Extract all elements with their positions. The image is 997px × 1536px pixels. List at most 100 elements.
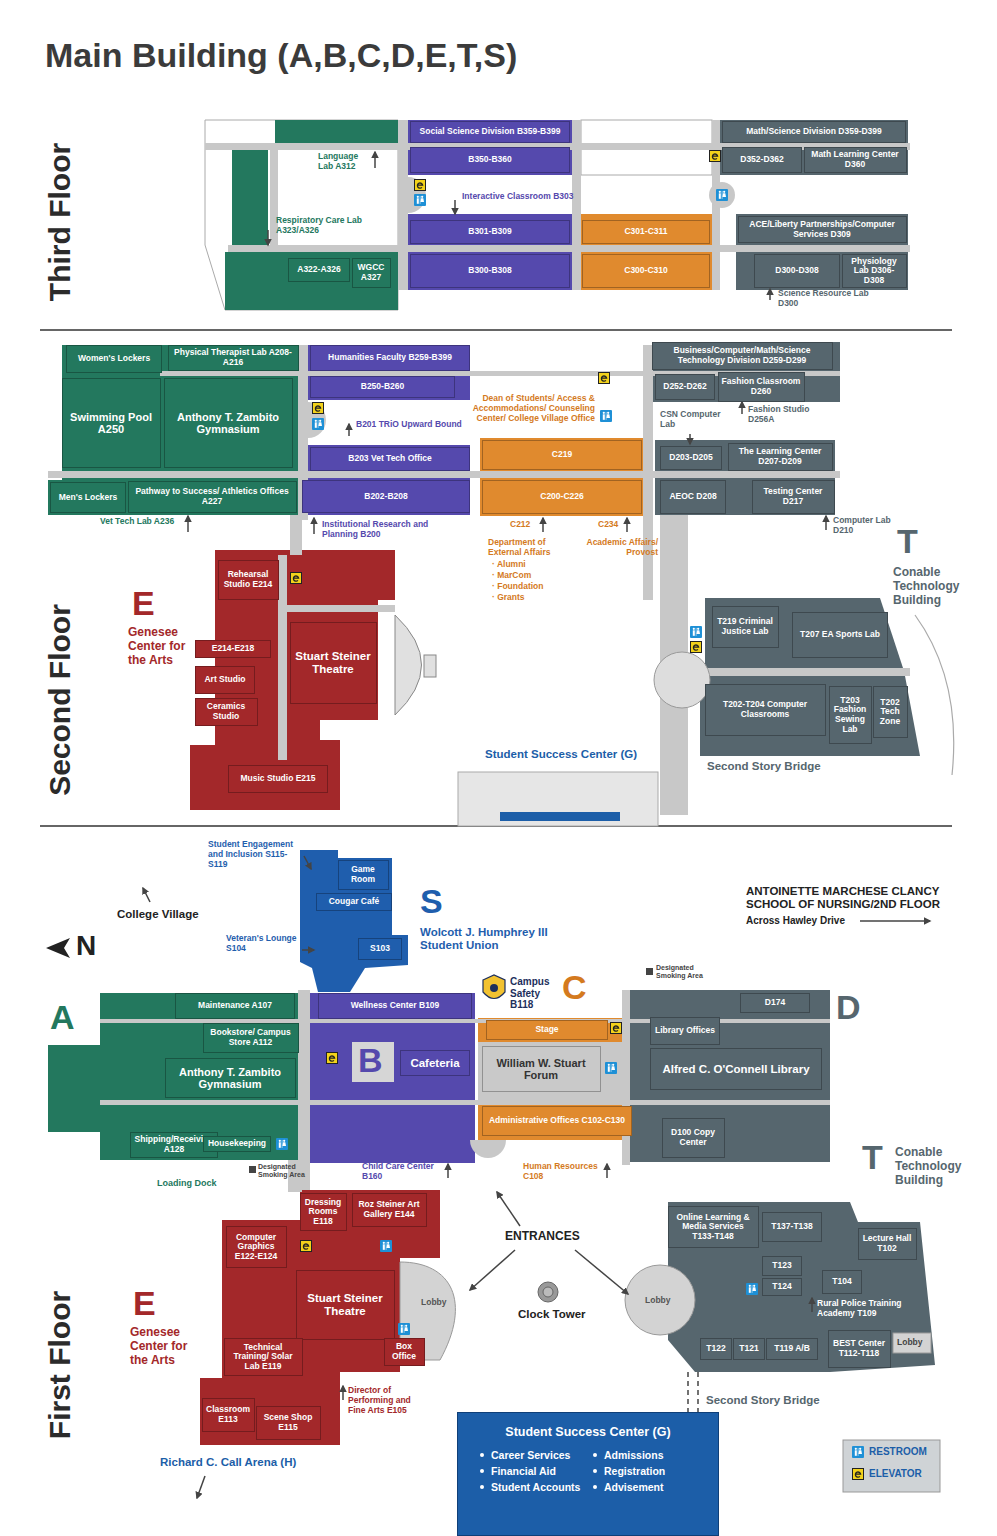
room-text: Art Studio: [204, 675, 245, 685]
leader-arrow: [348, 424, 350, 436]
room-name: Physical Therapist Lab A208-A216: [174, 347, 292, 367]
room-name: Math/Science Division D359-D399: [746, 126, 882, 136]
map-label: College Village: [117, 908, 199, 921]
theatre-stage: [395, 615, 422, 715]
room-text: Math Learning Center D360: [808, 150, 903, 169]
leader-arrow: [811, 1298, 813, 1312]
panel-heading: Student Success Center (G): [480, 1425, 696, 1439]
corridor: [278, 555, 287, 760]
room-block: Physiology Lab D306-D308: [842, 254, 907, 288]
room-name: The Learning Center D207-D209: [739, 446, 822, 466]
room-block: Computer Graphics E122-E124: [226, 1226, 287, 1268]
theatre-stage: [424, 655, 436, 677]
room-block: Anthony T. Zambito Gymnasium: [164, 378, 293, 468]
map-label: Department of External Affairs: [488, 538, 568, 558]
room-name: B250-B260: [361, 381, 404, 391]
leader-arrow: [143, 888, 150, 902]
lobby-area: [893, 1333, 931, 1353]
room-text: T123: [772, 1261, 791, 1271]
room-block: T207 EA Sports Lab: [792, 612, 888, 658]
map-label: CSN Computer Lab: [660, 410, 732, 430]
room-block: D352-D362: [722, 147, 802, 173]
room-text: T202-T204 Computer Classrooms: [709, 700, 822, 719]
map-label: C212: [510, 520, 530, 530]
lobby-area: [625, 1265, 695, 1335]
legend-box: [853, 1469, 864, 1480]
second-story-bridge: [687, 1372, 689, 1412]
room-text: D174: [765, 998, 785, 1008]
wing-b-area: [310, 993, 475, 1163]
room-text: D352-D362: [740, 155, 783, 165]
room-block: Social Science Division B359-B399: [410, 121, 570, 143]
room-block: Women's Lockers: [66, 345, 162, 373]
campus-safety-badge: [483, 975, 505, 999]
room-text: Math/Science Division D359-D399: [746, 127, 882, 137]
map-label: Fashion Studio D256A: [748, 405, 823, 425]
map-label: Director of Performing and Fine Arts E10…: [348, 1386, 430, 1415]
room-text: Cougar Café: [329, 897, 380, 907]
leader-arrow: [626, 518, 628, 532]
bullet-dot: [480, 1469, 484, 1473]
room-text: T124: [772, 1282, 791, 1292]
wing-letter: N: [76, 932, 96, 960]
restroom-icon: [380, 1240, 392, 1252]
room-text: Social Science Division B359-B399: [420, 127, 561, 137]
room-name: Art Studio: [204, 674, 245, 684]
elevator-icon: [710, 151, 721, 162]
wing-letter: B: [358, 1043, 383, 1077]
room-name: Stuart Steiner Theatre: [295, 650, 370, 675]
panel-item: Registration: [593, 1465, 696, 1477]
wing-d-area: [720, 120, 908, 175]
room-block: William W. Stuart Forum: [482, 1046, 601, 1092]
map-label: Richard C. Call Arena (H): [160, 1456, 296, 1469]
map-label: C234: [598, 520, 618, 530]
panel-item: Advisement: [593, 1481, 696, 1493]
room-name: Humanities Faculty B259-B399: [328, 352, 452, 362]
map-label: Lobby: [645, 1296, 671, 1306]
map-label: Conable Technology Building: [893, 566, 981, 607]
room-block: B301-B309: [410, 220, 570, 244]
room-text: D203-D205: [669, 453, 712, 463]
room-block: Art Studio: [195, 666, 255, 694]
room-block: Swimming Pool A250: [62, 378, 161, 468]
room-text: Library Offices: [655, 1026, 715, 1036]
panel-body: Student Success Center (G)Career Service…: [480, 1425, 696, 1493]
room-name: C300-C310: [624, 265, 667, 275]
map-label: Dean of Students/ Access & Accommodation…: [470, 394, 595, 423]
restroom-icon: [605, 1062, 617, 1074]
room-name: Library Offices: [655, 1025, 715, 1035]
wing-a-area: [48, 345, 300, 515]
wing-b-area: [408, 120, 572, 175]
room-name: ACE/Liberty Partnerships/Computer Servic…: [749, 219, 894, 239]
floor-divider: [40, 330, 952, 826]
room-text: Ceramics Studio: [199, 702, 254, 721]
room-name: E214-E218: [212, 643, 255, 653]
room-name: T121: [739, 1343, 758, 1353]
room-name: B301-B309: [468, 226, 511, 236]
corridor: [408, 177, 426, 213]
leader-arrow: [470, 1250, 515, 1290]
room-text: Alfred C. O'Connell Library: [662, 1063, 809, 1076]
student-success-outline: [458, 772, 658, 826]
room-text: B203 Vet Tech Office: [348, 454, 431, 464]
leader-arrow: [769, 289, 771, 300]
room-block: ACE/Liberty Partnerships/Computer Servic…: [738, 216, 907, 243]
map-label: Lobby: [421, 1298, 447, 1308]
room-block: Dressing Rooms E118: [300, 1193, 347, 1231]
room-block: C300-C310: [582, 254, 710, 288]
restroom-icon: [414, 194, 426, 206]
room-block: Testing Center D217: [752, 480, 835, 514]
building-outline: [915, 615, 954, 775]
room-text: A322-A326: [297, 265, 340, 275]
room-name: Stage: [535, 1024, 558, 1034]
restroom-icon: [716, 189, 728, 201]
room-name: Technical Training/ Solar Lab E119: [233, 1342, 292, 1371]
room-name: Wellness Center B109: [351, 1000, 440, 1010]
leader-arrow: [267, 230, 269, 245]
room-text: Fashion Classroom D260: [722, 377, 801, 396]
map-label: Institutional Research and Planning B200: [322, 520, 462, 540]
room-block: T202-T204 Computer Classrooms: [705, 684, 826, 736]
legend-box: [843, 1440, 940, 1492]
bullet-dot: [480, 1485, 484, 1489]
wing-letter: A: [50, 1000, 75, 1034]
